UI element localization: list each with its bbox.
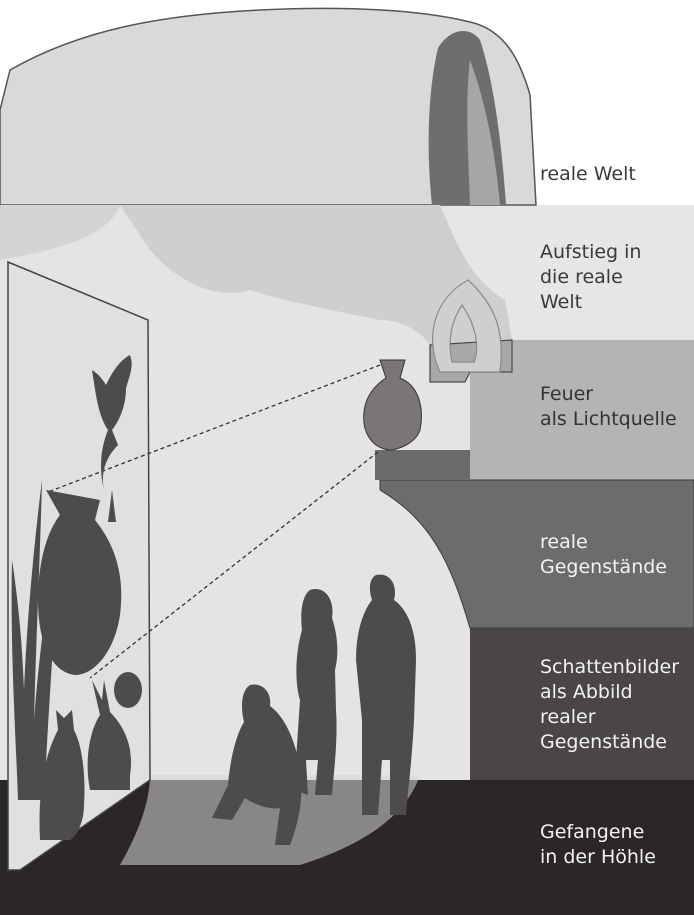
label-ascent: Aufstieg in die reale Welt — [540, 240, 690, 315]
label-prisoners: Gefangene in der Höhle — [540, 820, 690, 870]
label-real-world: reale Welt — [540, 162, 690, 187]
label-shadows: Schattenbilder als Abbild realer Gegenst… — [540, 655, 690, 755]
label-objects: reale Gegenstände — [540, 530, 690, 580]
label-fire: Feuer als Lichtquelle — [540, 382, 690, 432]
vase-pedestal — [375, 450, 470, 480]
fruit-shadow-icon — [114, 672, 142, 708]
